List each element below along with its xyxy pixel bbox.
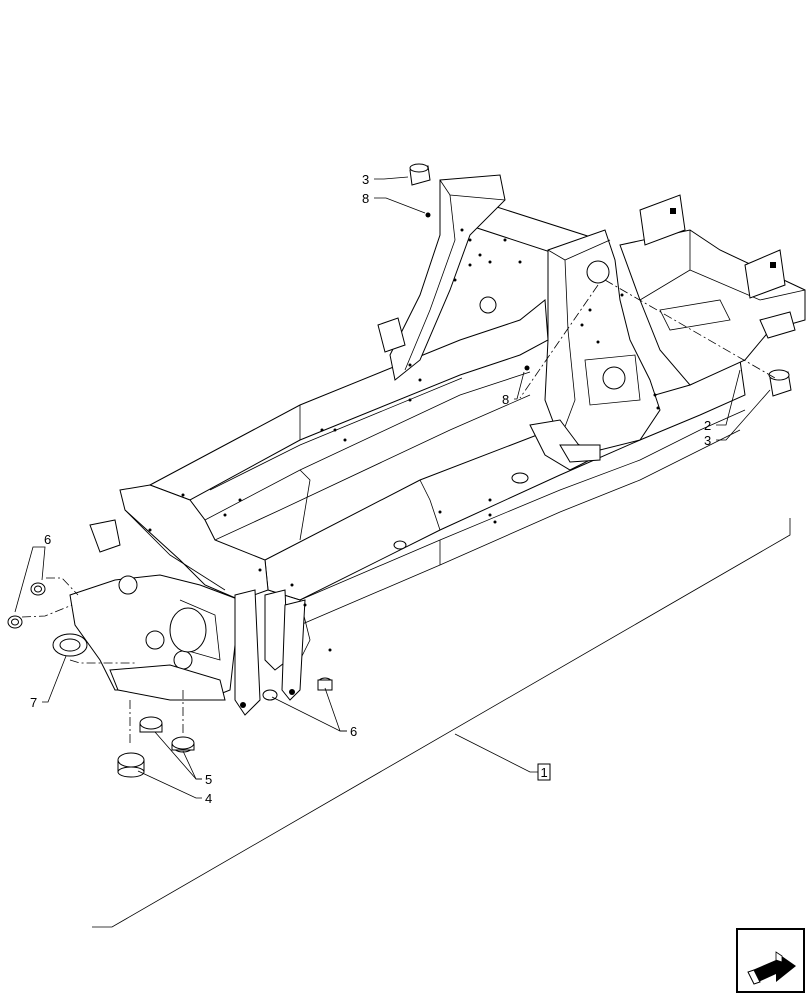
callout-3-top: 3 [362,172,369,187]
callout-4: 4 [205,791,212,806]
grease-fitting-part-8-mid [524,365,530,371]
next-page-arrow-icon[interactable] [736,928,805,993]
leader-lines [14,176,791,928]
grease-fitting-part-8-top [425,212,431,218]
callout-2: 2 [704,418,711,433]
callout-1-assembly: 1 [541,765,548,780]
rivet-holes [148,228,660,652]
callout-6-right: 6 [350,724,357,739]
bushing-part-3-right [768,369,792,397]
bushing-part-5 [139,716,195,753]
callout-1-box [537,763,551,781]
cap-part-4 [117,752,145,778]
callout-6-left: 6 [44,532,51,547]
callout-5: 5 [205,772,212,787]
exploded-parts [7,163,792,778]
callout-labels: 3 8 8 2 3 6 7 6 5 4 1 [30,172,711,806]
callout-7: 7 [30,695,37,710]
bushing-part-6-left [7,582,46,629]
callout-8-mid: 8 [502,392,509,407]
bushing-part-3-top [409,163,431,186]
main-frame [69,174,806,716]
washer-part-7 [52,633,88,657]
callout-8-top: 8 [362,191,369,206]
callout-3-right: 3 [704,433,711,448]
